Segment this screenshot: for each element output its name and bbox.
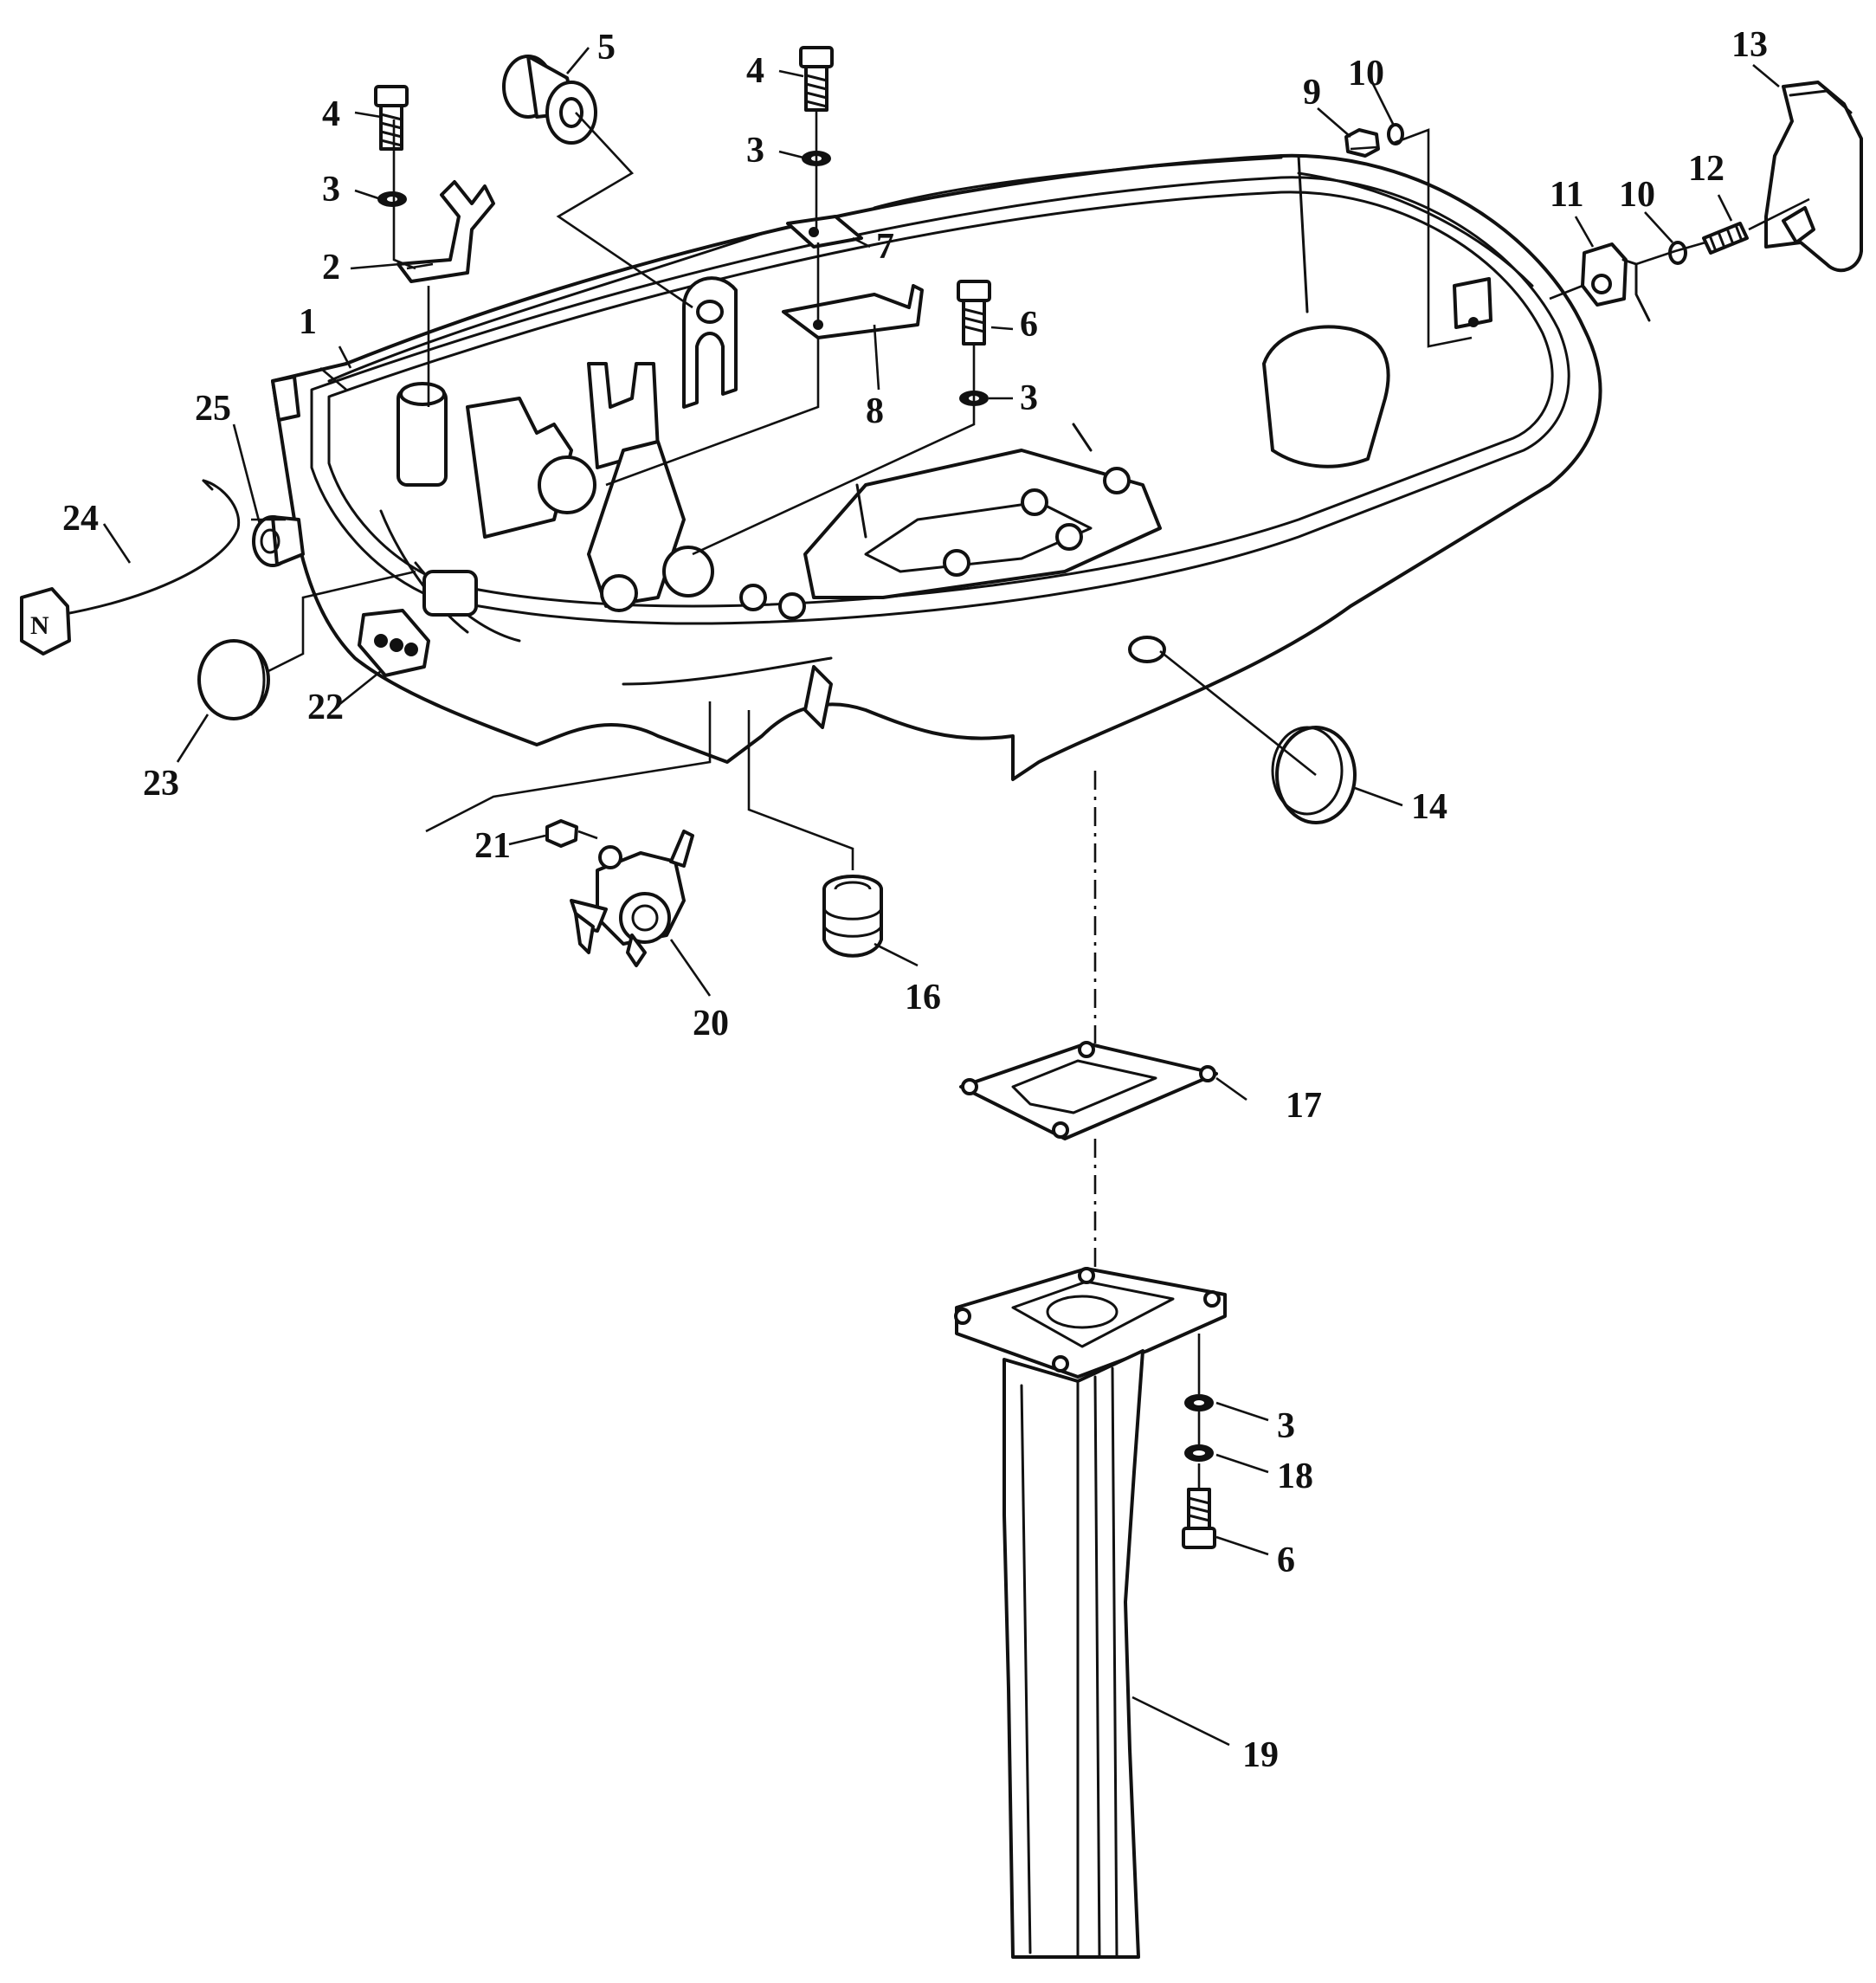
gasket-part-17 [959,1041,1218,1140]
callout-6: 6 [1277,1541,1295,1580]
bottom-cowling-part-1 [271,153,1602,781]
callout-5: 5 [597,28,616,68]
callout-3: 3 [1277,1406,1295,1446]
plug-part-23 [197,639,270,720]
bolt-part-6-lower [1182,1488,1216,1549]
bolt-part-4-left [374,85,409,151]
callout-3: 3 [322,170,340,210]
callout-6: 6 [1020,305,1038,345]
latch-part-11 [1581,242,1651,322]
callout-1: 1 [299,302,317,342]
choke-knob-part-24: N [20,479,241,656]
callout-16: 16 [905,978,941,1017]
fuel-connector-part-20 [570,830,694,967]
callout-22: 22 [307,688,344,727]
callout-4: 4 [746,51,764,91]
callout-20: 20 [693,1004,729,1043]
callout-17: 17 [1286,1086,1322,1126]
grommet-part-16 [822,875,883,958]
grommet-part-25 [252,515,305,567]
callout-3: 3 [746,131,764,171]
callout-7: 7 [876,227,894,267]
knob-letter: N [30,611,49,640]
washer-part-10-a [1387,123,1404,145]
callout-4: 4 [322,94,340,134]
callout-labels: 1 2 3 3 3 3 4 4 5 6 6 7 8 9 10 10 11 12 … [62,25,1768,1775]
nut-part-9 [1344,128,1380,158]
callout-25: 25 [195,389,231,429]
callout-11: 11 [1550,175,1584,215]
callout-8: 8 [866,391,884,431]
callout-3: 3 [1020,378,1038,418]
callout-19: 19 [1242,1735,1279,1775]
callout-14: 14 [1411,787,1447,827]
handle-part-13 [1764,81,1863,273]
bolt-part-4-center [799,46,834,112]
callout-ticks [102,47,1780,1747]
driveshaft-housing-part-19 [954,1267,1227,1959]
nut-part-21 [545,819,578,848]
callout-21: 21 [474,826,511,866]
plug-part-14 [1271,726,1357,824]
clip-part-7 [786,215,863,249]
bolt-part-6-upper [957,280,991,346]
bracket-part-2 [396,180,495,283]
callout-10: 10 [1348,54,1384,94]
callout-13: 13 [1731,25,1768,65]
callout-12: 12 [1688,149,1725,189]
callout-24: 24 [62,499,99,539]
grommet-part-5 [502,55,597,145]
callout-18: 18 [1277,1457,1313,1496]
leader-lines [251,108,1810,1489]
callout-2: 2 [322,248,340,287]
callout-10: 10 [1619,175,1655,215]
callout-23: 23 [143,764,179,804]
callout-9: 9 [1303,73,1321,113]
grommet-part-22 [358,609,430,677]
spring-part-12 [1702,222,1749,255]
